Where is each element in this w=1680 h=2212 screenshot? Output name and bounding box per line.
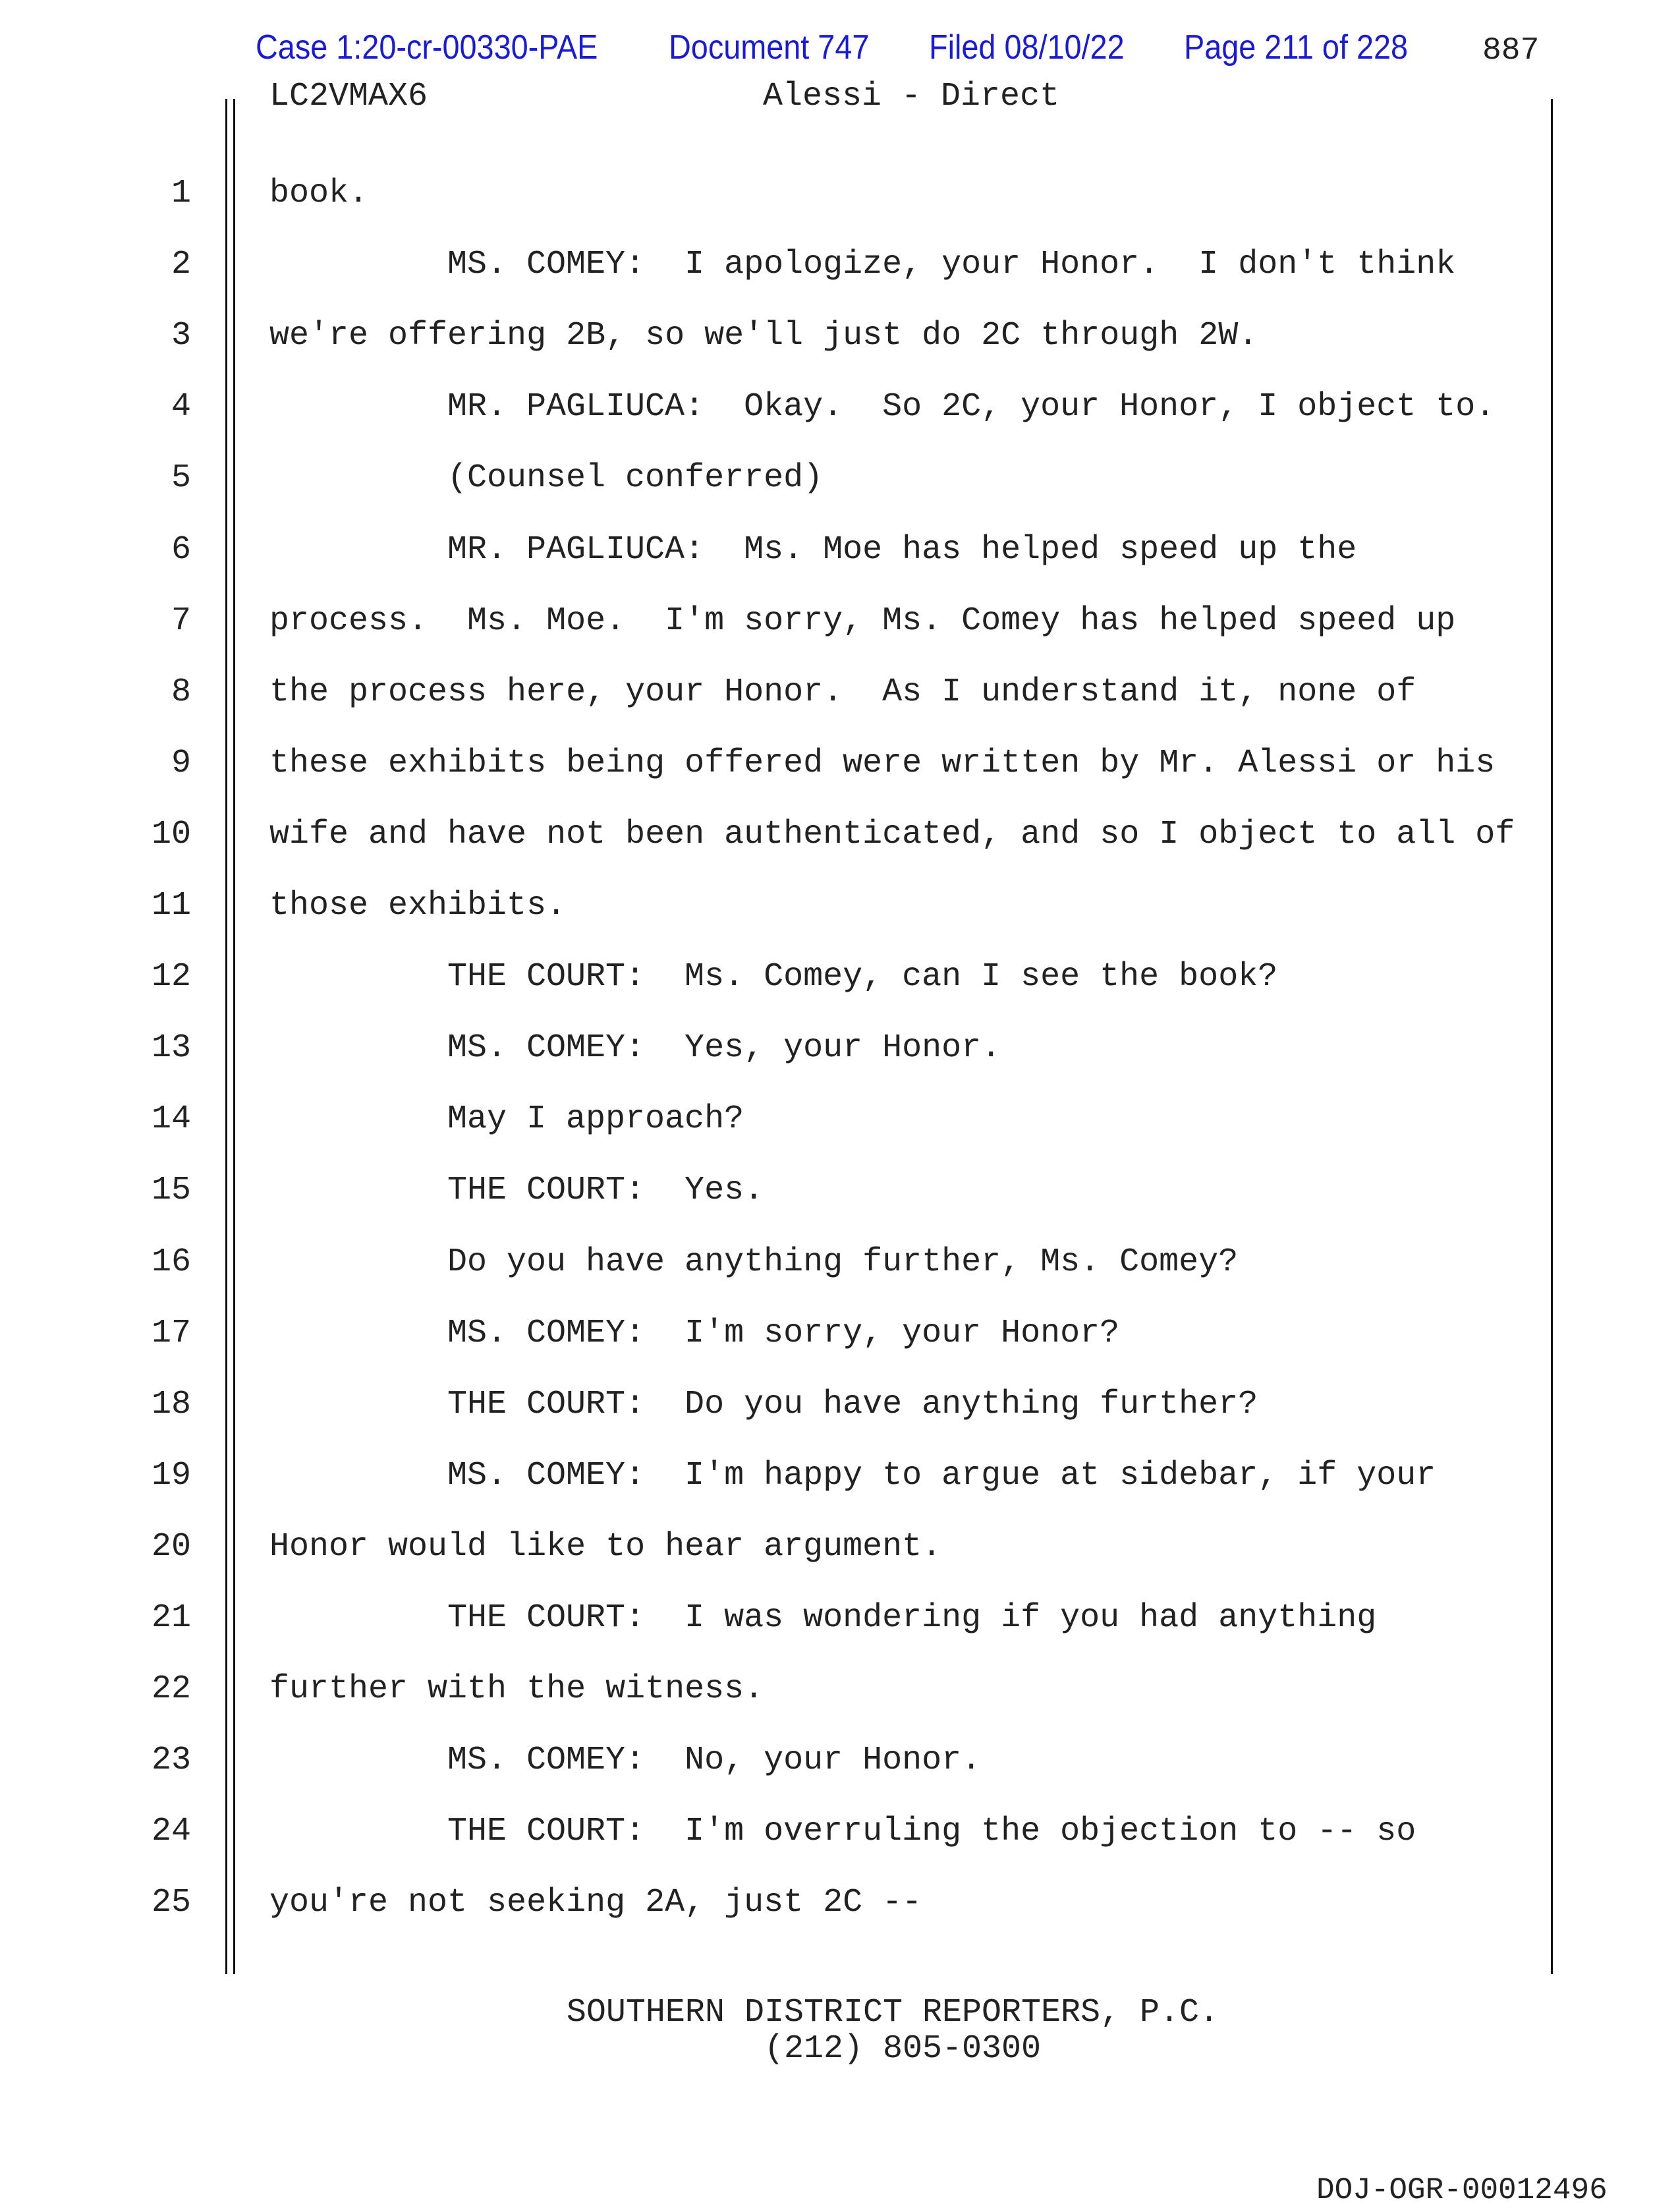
bates-number: DOJ-OGR-00012496 [1316, 2173, 1608, 2207]
line-number: 21 [151, 1599, 191, 1637]
line-number: 2 [171, 246, 191, 284]
right-margin-rule [1551, 99, 1553, 1974]
line-number: 8 [171, 673, 191, 711]
transcript-line: MR. PAGLIUCA: Okay. So 2C, your Honor, I… [447, 388, 1496, 426]
case-number: Case 1:20-cr-00330-PAE [256, 28, 598, 67]
transcript-line: you're not seeking 2A, just 2C -- [269, 1884, 922, 1922]
line-number: 4 [171, 388, 191, 426]
left-margin-rule [225, 99, 227, 1974]
transcript-line: MS. COMEY: I'm happy to argue at sidebar… [447, 1456, 1436, 1494]
line-number: 17 [151, 1314, 191, 1352]
transcript-line: Do you have anything further, Ms. Comey? [447, 1243, 1239, 1281]
transcript-line: THE COURT: Ms. Comey, can I see the book… [447, 958, 1278, 996]
filed-date: Filed 08/10/22 [929, 28, 1125, 67]
transcript-line: THE COURT: I'm overruling the objection … [447, 1813, 1416, 1851]
line-number: 9 [171, 744, 191, 782]
transcript-line: MS. COMEY: Yes, your Honor. [447, 1029, 1001, 1067]
line-number: 7 [171, 602, 191, 640]
line-number: 5 [171, 459, 191, 497]
line-number: 6 [171, 530, 191, 569]
transcript-line: May I approach? [447, 1100, 744, 1139]
line-number: 11 [151, 887, 191, 924]
transcript-line: MR. PAGLIUCA: Ms. Moe has helped speed u… [447, 530, 1357, 569]
transcript-line: those exhibits. [269, 887, 567, 924]
transcript-line: process. Ms. Moe. I'm sorry, Ms. Comey h… [269, 602, 1456, 640]
line-number: 15 [151, 1172, 191, 1210]
running-header-center: Alessi - Direct [763, 78, 1060, 115]
line-number: 24 [151, 1813, 191, 1851]
document-number: Document 747 [669, 28, 870, 67]
line-number: 22 [151, 1670, 191, 1709]
transcript-line: THE COURT: Do you have anything further? [447, 1385, 1258, 1423]
transcript-line: MS. COMEY: I apologize, your Honor. I do… [447, 246, 1456, 284]
footer-phone: (212) 805-0300 [764, 2030, 1042, 2068]
line-number: 18 [151, 1385, 191, 1423]
transcript-line: (Counsel conferred) [447, 459, 824, 497]
transcript-line: MS. COMEY: I'm sorry, your Honor? [447, 1314, 1120, 1352]
line-number: 13 [151, 1029, 191, 1067]
transcript-page-number: 887 [1482, 33, 1540, 69]
line-number: 1 [171, 175, 191, 212]
line-number: 19 [151, 1456, 191, 1494]
left-margin-rule [233, 99, 235, 1974]
transcript-line: wife and have not been authenticated, an… [269, 815, 1515, 853]
footer-reporter: SOUTHERN DISTRICT REPORTERS, P.C. [566, 1994, 1219, 2031]
transcript-line: we're offering 2B, so we'll just do 2C t… [269, 317, 1258, 355]
line-number: 3 [171, 317, 191, 355]
transcript-line: these exhibits being offered were writte… [269, 744, 1496, 782]
transcript-line: MS. COMEY: No, your Honor. [447, 1742, 982, 1780]
transcript-line: Honor would like to hear argument. [269, 1527, 942, 1566]
line-number: 25 [151, 1884, 191, 1922]
transcript-line: THE COURT: Yes. [447, 1172, 764, 1210]
line-number: 23 [151, 1742, 191, 1780]
line-number: 14 [151, 1100, 191, 1139]
transcript-line: further with the witness. [269, 1670, 764, 1709]
transcript-line: the process here, your Honor. As I under… [269, 673, 1416, 711]
line-number: 10 [151, 815, 191, 853]
page-of: Page 211 of 228 [1184, 28, 1409, 67]
line-number: 16 [151, 1243, 191, 1281]
filing-header: Case 1:20-cr-00330-PAE Document 747 File… [256, 28, 1424, 74]
line-number: 20 [151, 1527, 191, 1566]
running-header-left: LC2VMAX6 [269, 78, 428, 115]
transcript-line: THE COURT: I was wondering if you had an… [447, 1599, 1377, 1637]
line-number: 12 [151, 958, 191, 996]
transcript-line: book. [269, 175, 369, 212]
